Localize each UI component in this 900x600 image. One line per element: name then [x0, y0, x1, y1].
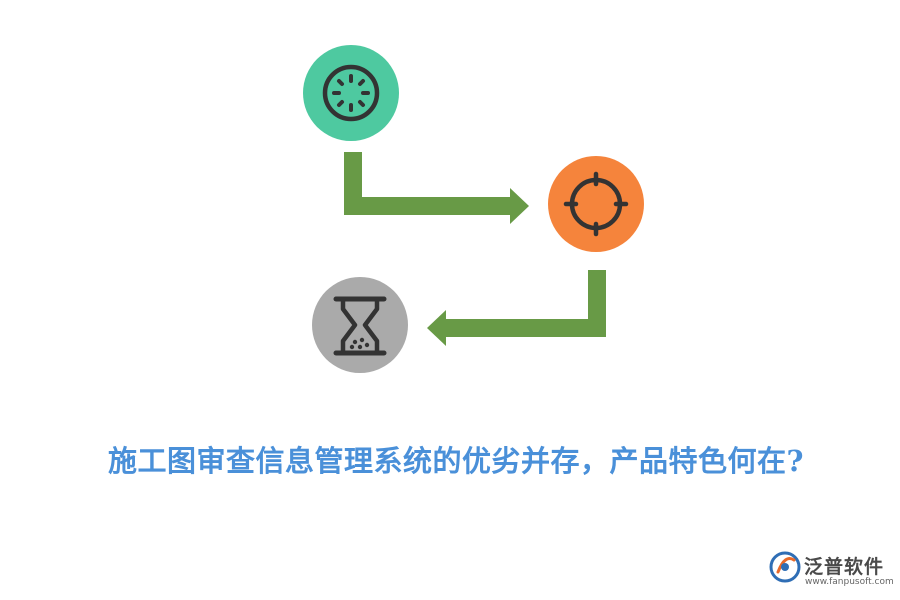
flow-arrow-2 [427, 270, 606, 346]
crosshair-icon [563, 171, 629, 237]
brand-watermark: 泛普软件 www.fanpusoft.com [768, 548, 894, 590]
step-node-2 [548, 156, 644, 252]
brand-logo-icon [769, 551, 801, 583]
hourglass-icon [333, 296, 387, 356]
page-title: 施工图审查信息管理系统的优劣并存，产品特色何在? [108, 444, 804, 478]
flow-arrow-1 [344, 152, 529, 224]
brand-url: www.fanpusoft.com [805, 577, 894, 587]
step-node-1 [303, 45, 399, 141]
step-node-3 [312, 277, 408, 373]
spinner-icon [322, 64, 380, 122]
brand-name: 泛普软件 [804, 556, 885, 578]
